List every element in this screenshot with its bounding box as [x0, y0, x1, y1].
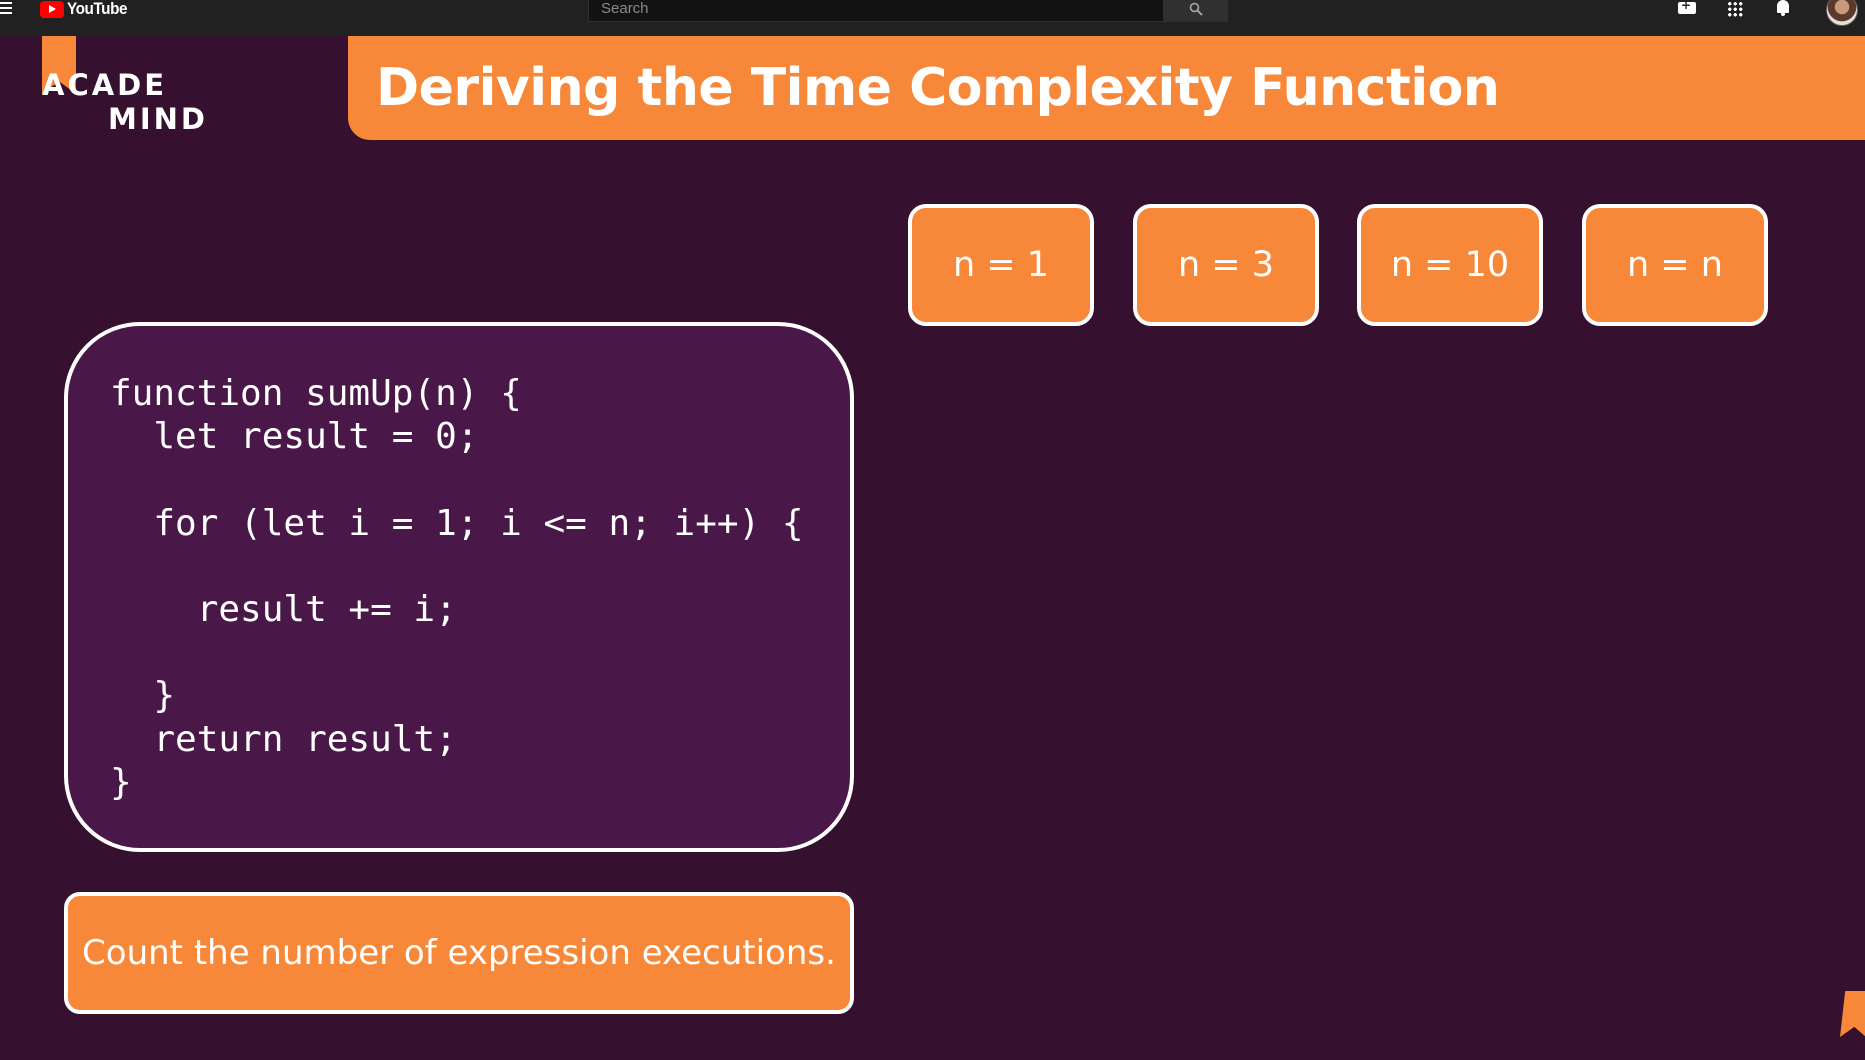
code-block: function sumUp(n) { let result = 0; for …	[64, 322, 854, 852]
youtube-top-bar: YouTube Search	[0, 0, 1865, 36]
code-line: }	[110, 675, 176, 717]
search-input[interactable]: Search	[588, 0, 1164, 22]
youtube-play-icon	[40, 0, 64, 18]
logo-text-line1: ACADE	[42, 68, 168, 102]
menu-icon[interactable]	[0, 2, 14, 16]
code-line: function sumUp(n) {	[110, 373, 522, 414]
account-avatar[interactable]	[1826, 0, 1858, 26]
title-banner: Deriving the Time Complexity Function	[348, 36, 1865, 140]
youtube-logo-text: YouTube	[67, 0, 128, 18]
code-line: for (let i = 1; i <= n; i++) {	[110, 502, 804, 544]
code-text: function sumUp(n) { let result = 0; for …	[110, 372, 804, 804]
code-line: result += i;	[110, 589, 457, 631]
academind-logo: ACADE MIND	[40, 36, 220, 146]
notifications-bell-icon[interactable]	[1775, 0, 1791, 16]
slide-title: Deriving the Time Complexity Function	[376, 58, 1500, 118]
code-line: }	[110, 761, 132, 803]
n-value-box-1: n = 1	[908, 204, 1094, 326]
n-value-box-10: n = 10	[1357, 204, 1543, 326]
code-line: let result = 0;	[110, 416, 479, 458]
apps-grid-icon[interactable]	[1727, 1, 1743, 17]
n-value-box-n: n = n	[1582, 204, 1768, 326]
video-slide[interactable]: ACADE MIND Deriving the Time Complexity …	[0, 36, 1865, 1060]
hint-box: Count the number of expression execution…	[64, 892, 854, 1014]
n-value-box-3: n = 3	[1133, 204, 1319, 326]
code-line: return result;	[110, 718, 457, 760]
search-button[interactable]	[1164, 0, 1228, 22]
search-icon	[1189, 2, 1203, 16]
logo-text-line2: MIND	[108, 102, 208, 136]
create-video-icon[interactable]	[1678, 0, 1696, 14]
bookmark-corner-icon	[1840, 991, 1865, 1037]
youtube-logo[interactable]: YouTube	[40, 0, 134, 18]
